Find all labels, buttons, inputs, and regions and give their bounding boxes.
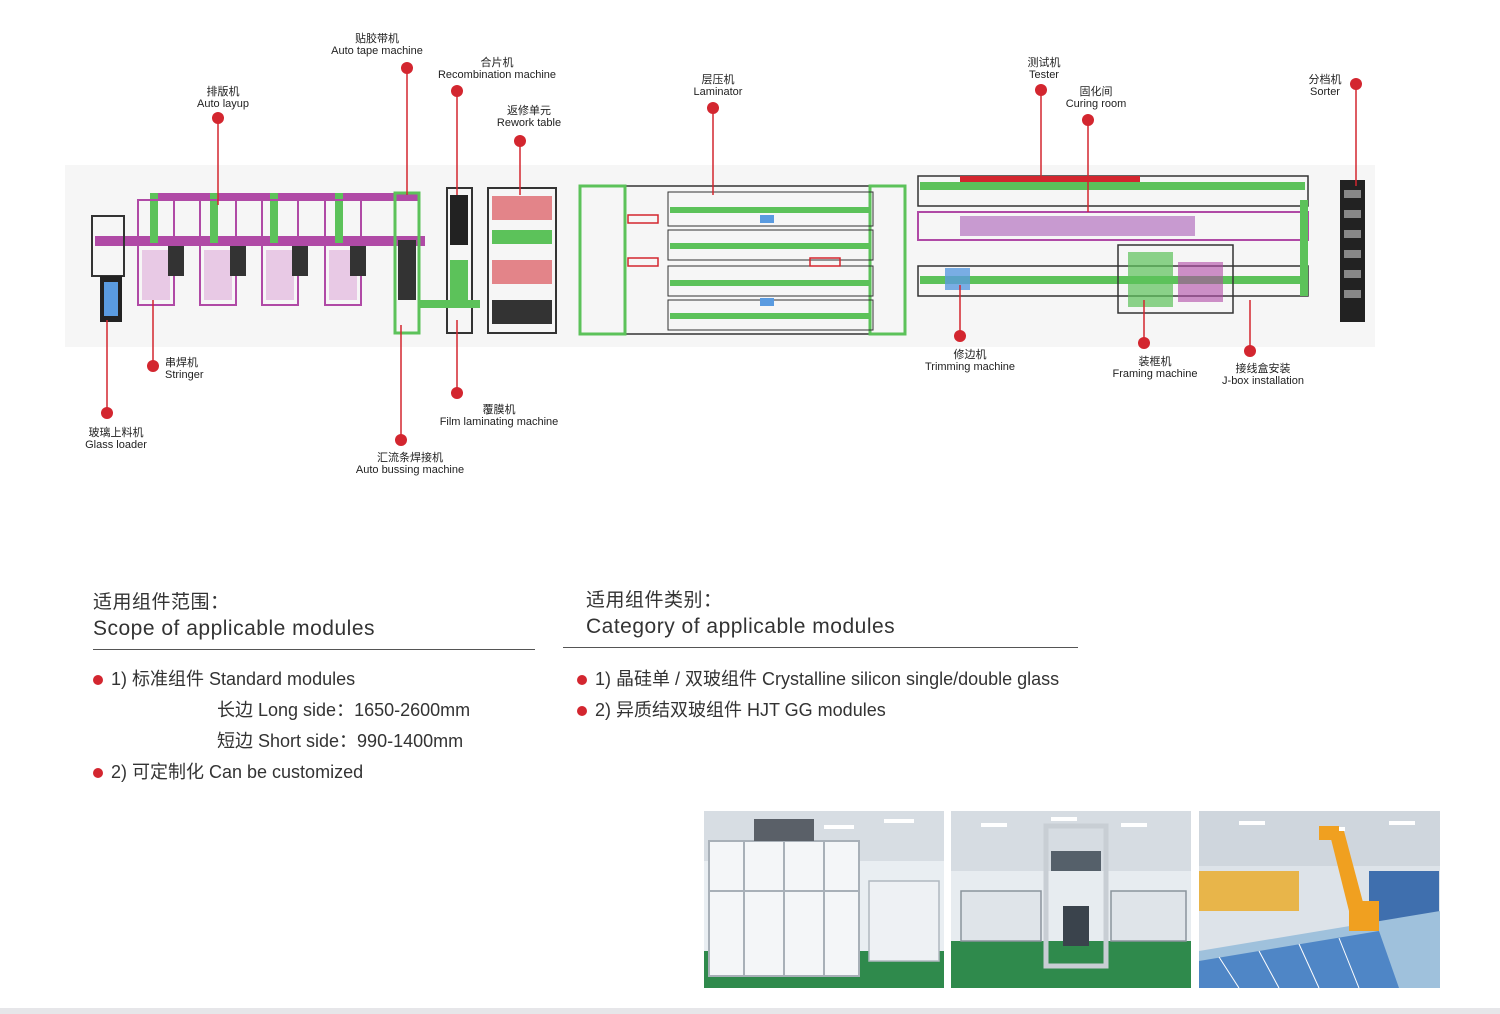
callout-label-zh: 汇流条焊接机 [376, 452, 443, 464]
callout-label-en: Film laminating machine [439, 416, 559, 428]
factory-photo-3 [1199, 811, 1440, 988]
callout-label-en: Tester [1029, 69, 1059, 81]
callout-label-zh: 覆膜机 [482, 404, 516, 416]
callout-laminator: 层压机 Laminator [694, 74, 743, 98]
laminator-section [578, 184, 907, 336]
callout-label-zh: 玻璃上料机 [88, 427, 144, 439]
scope-item-short-side: 短边 Short side：990-1400mm [217, 731, 464, 751]
category-divider [563, 647, 1078, 648]
scope-list: 1) 标准组件 Standard modules 长边 Long side：16… [93, 664, 535, 788]
callout-label-en: Rework table [496, 117, 562, 129]
bullet-dot-icon [577, 675, 587, 685]
callout-label-en: Laminator [693, 86, 743, 98]
callout-label-zh: 层压机 [701, 74, 735, 86]
list-item: 长边 Long side：1650-2600mm [93, 695, 535, 726]
callout-label-zh: 合片机 [480, 57, 514, 69]
callout-recombination-machine: 合片机 Recombination machine [438, 57, 556, 81]
scope-section: 适用组件范围： Scope of applicable modules 1) 标… [93, 587, 535, 788]
callout-label-en: Curing room [1065, 98, 1127, 110]
callout-jbox-installation: 接线盒安装 J-box installation [1222, 363, 1304, 387]
bullet-dot-icon [577, 706, 587, 716]
callout-label-en: Sorter [1310, 86, 1340, 98]
callout-auto-tape-machine: 贴胶带机 Auto tape machine [331, 33, 423, 57]
list-item: 短边 Short side：990-1400mm [93, 726, 535, 757]
callout-label-zh: 接线盒安装 [1235, 363, 1291, 375]
callout-label-en: Glass loader [85, 439, 147, 451]
scope-item-standard: 1) 标准组件 Standard modules [111, 669, 356, 689]
list-item: 2) 异质结双玻组件 HJT GG modules [577, 695, 1078, 726]
callout-auto-bussing-machine: 汇流条焊接机 Auto bussing machine [356, 452, 464, 476]
callout-trimming-machine: 修边机 Trimming machine [925, 349, 1015, 373]
callout-framing-machine: 装框机 Framing machine [1113, 356, 1198, 380]
callout-label-zh: 装框机 [1138, 356, 1172, 368]
callout-curing-room: 固化间 Curing room [1066, 86, 1127, 110]
callout-label-zh: 修边机 [953, 349, 987, 361]
callout-label-zh: 串焊机 [165, 357, 198, 369]
category-section: 适用组件类别： Category of applicable modules 1… [563, 585, 1078, 726]
finishing-section [917, 175, 1365, 322]
line-drawing [91, 62, 1365, 446]
category-list: 1) 晶硅单 / 双玻组件 Crystalline silicon single… [563, 664, 1078, 726]
callout-glass-loader: 玻璃上料机 Glass loader [85, 427, 147, 451]
scope-title-zh: 适用组件范围： [93, 592, 230, 613]
callout-label-zh: 贴胶带机 [354, 33, 399, 45]
list-item: 2) 可定制化 Can be customized [93, 757, 535, 788]
callout-label-en: Auto layup [197, 98, 249, 110]
scope-divider [93, 649, 535, 650]
callout-label-en: J-box installation [1222, 375, 1304, 387]
bullet-dot-icon [93, 675, 103, 685]
category-item-hjt: 2) 异质结双玻组件 HJT GG modules [595, 700, 886, 720]
stringer-section [91, 193, 425, 322]
callout-label-zh: 排版机 [206, 86, 240, 98]
scope-item-long-side: 长边 Long side：1650-2600mm [217, 700, 471, 720]
list-item: 1) 标准组件 Standard modules [93, 664, 535, 695]
callout-label-zh: 分档机 [1308, 74, 1342, 86]
category-title-en: Category of applicable modules [586, 615, 896, 638]
callout-markers [101, 62, 1362, 446]
scope-item-customized: 2) 可定制化 Can be customized [111, 762, 364, 782]
callout-label-en: Framing machine [1112, 368, 1198, 380]
production-line-layout: 贴胶带机 Auto tape machine 合片机 Recombination… [85, 33, 1365, 476]
callout-tester: 测试机 Tester [1028, 57, 1061, 81]
category-item-crystalline: 1) 晶硅单 / 双玻组件 Crystalline silicon single… [595, 669, 1060, 689]
category-title-zh: 适用组件类别： [586, 590, 723, 611]
callout-label-zh: 返修单元 [506, 105, 551, 117]
callout-label-en: Recombination machine [437, 69, 557, 81]
bussing-section [393, 187, 557, 335]
callout-stringer: 串焊机 Stringer [165, 357, 204, 381]
callout-sorter: 分档机 Sorter [1309, 74, 1342, 98]
bottom-bar [0, 1008, 1500, 1014]
callout-film-laminating-machine: 覆膜机 Film laminating machine [440, 404, 559, 428]
callout-label-zh: 测试机 [1027, 57, 1061, 69]
callout-label-en: Auto tape machine [331, 45, 423, 57]
factory-photo-2 [951, 811, 1191, 988]
factory-photo-1 [704, 811, 944, 988]
list-item: 1) 晶硅单 / 双玻组件 Crystalline silicon single… [577, 664, 1078, 695]
callout-label-en: Trimming machine [924, 361, 1016, 373]
callout-label-en: Auto bussing machine [355, 464, 465, 476]
scope-title-en: Scope of applicable modules [93, 617, 376, 640]
callout-label-zh: 固化间 [1079, 86, 1113, 98]
callout-auto-layup: 排版机 Auto layup [197, 86, 249, 110]
callout-label-en: Stringer [165, 369, 204, 381]
bullet-dot-icon [93, 768, 103, 778]
callout-rework-table: 返修单元 Rework table [497, 105, 561, 129]
